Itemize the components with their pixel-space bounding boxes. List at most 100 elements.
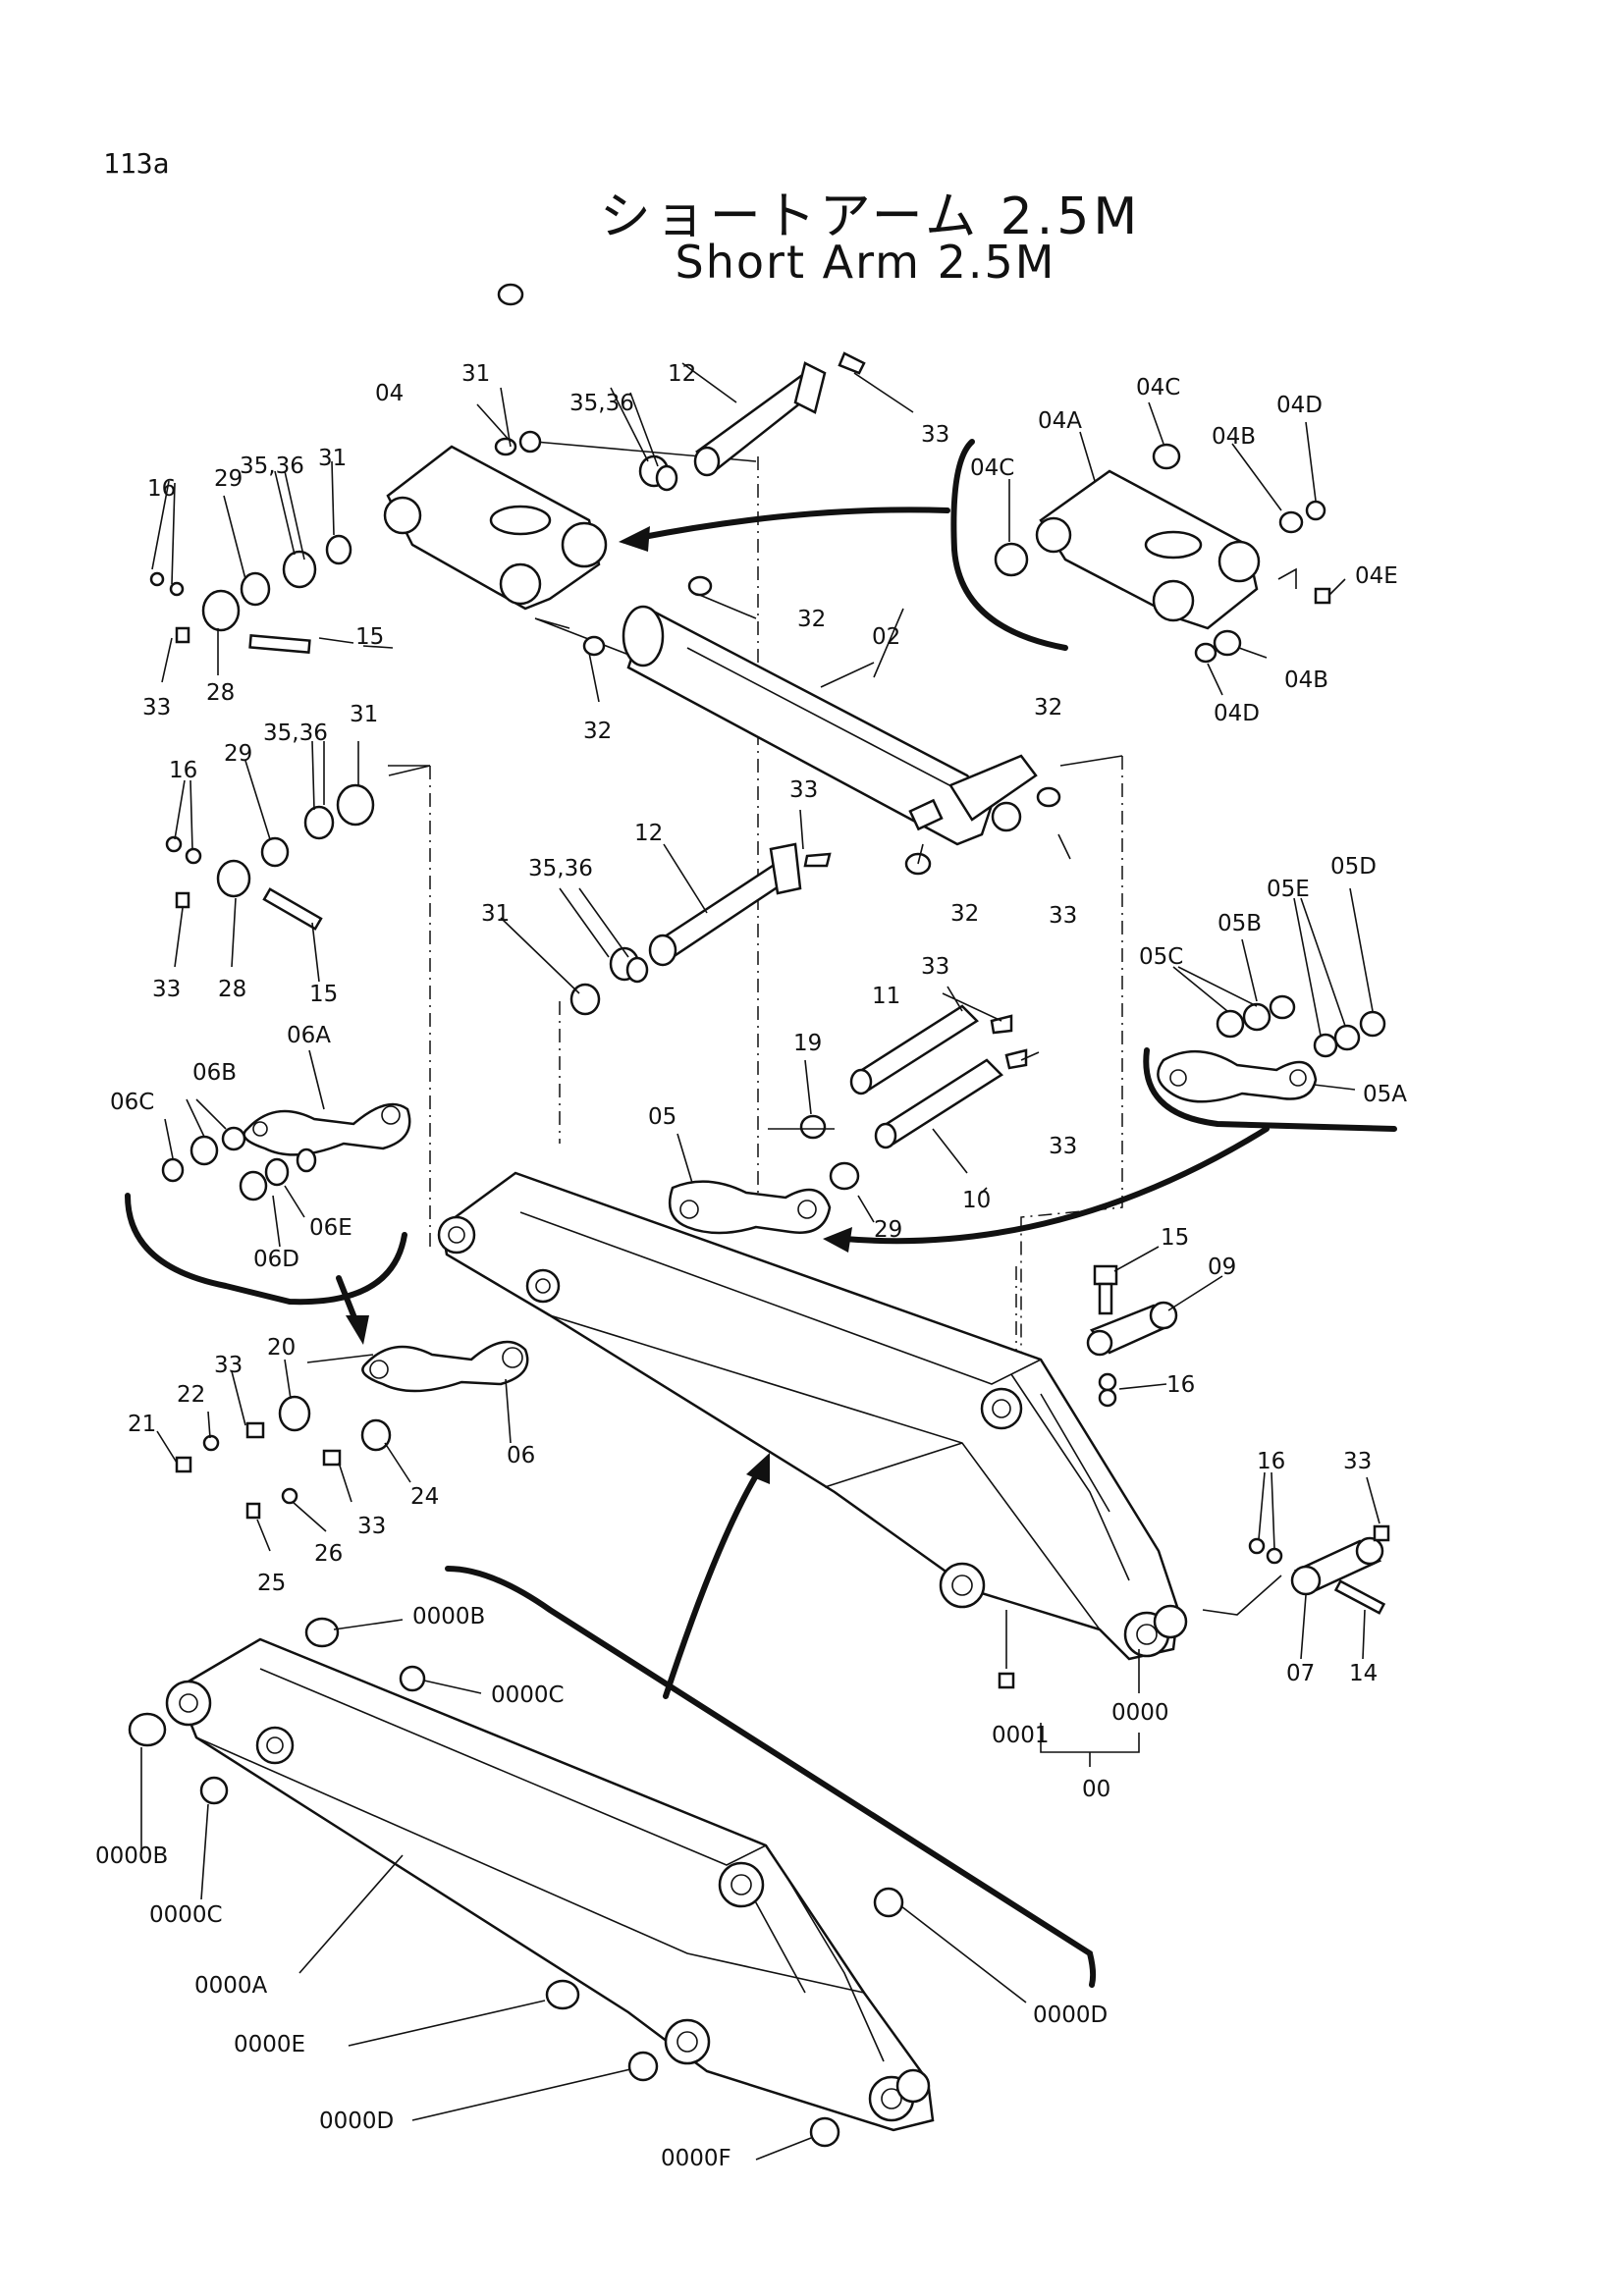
label-06: 06 <box>507 1443 535 1468</box>
page-number: 113a <box>103 147 170 180</box>
title-japanese: ショートアーム 2.5M <box>599 187 1142 246</box>
label-12: 12 <box>634 821 663 846</box>
leader-lines-0000 <box>140 1619 1027 2161</box>
label-04C: 04C <box>970 455 1014 481</box>
label-31: 31 <box>350 702 378 727</box>
label-31: 31 <box>461 361 490 387</box>
label-29: 29 <box>874 1217 902 1243</box>
label-33: 33 <box>1343 1449 1372 1474</box>
label-06A: 06A <box>287 1023 331 1048</box>
link-05A-group <box>1157 994 1386 1103</box>
label-35-36: 35,36 <box>263 721 328 746</box>
arm-body-0000 <box>165 1637 935 2132</box>
label-29: 29 <box>224 741 252 767</box>
label-06C: 06C <box>110 1090 154 1115</box>
label-0001: 0001 <box>992 1723 1050 1748</box>
link-04A-group <box>994 443 1331 664</box>
label-19: 19 <box>793 1031 822 1056</box>
label-28: 28 <box>218 977 246 1002</box>
label-12: 12 <box>668 361 696 387</box>
label-0000D: 0000D <box>1033 2002 1108 2028</box>
label-11: 11 <box>872 984 900 1009</box>
label-04D: 04D <box>1214 701 1260 726</box>
bracket-06-group <box>125 1193 407 1306</box>
label-33: 33 <box>1049 1134 1077 1159</box>
label-33: 33 <box>789 777 818 803</box>
label-25: 25 <box>257 1571 286 1596</box>
label-0000D: 0000D <box>319 2109 394 2134</box>
leader-lines-05A <box>1172 887 1374 1091</box>
label-33: 33 <box>214 1353 243 1378</box>
link-05 <box>668 1180 832 1235</box>
label-16: 16 <box>1257 1449 1285 1474</box>
label-33: 33 <box>921 422 949 448</box>
leader-lines-mid-pins <box>676 986 1040 1223</box>
label-32: 32 <box>1034 695 1062 721</box>
pin-12-middle <box>569 842 832 1016</box>
label-04D: 04D <box>1276 393 1323 418</box>
leader-lines-06 <box>156 1354 512 1552</box>
label-33: 33 <box>921 954 949 980</box>
label-04A: 04A <box>1038 408 1082 434</box>
label-07: 07 <box>1286 1661 1315 1686</box>
arrow-0000-group <box>663 1469 761 1699</box>
label-05C: 05C <box>1139 944 1183 970</box>
label-06E: 06E <box>309 1215 352 1241</box>
label-29: 29 <box>214 466 243 492</box>
label-06D: 06D <box>253 1247 299 1272</box>
label-33: 33 <box>152 977 181 1002</box>
arrow-head-04 <box>619 526 650 552</box>
leader-lines-right <box>1005 1246 1380 1767</box>
bracket-04-group <box>950 439 1068 651</box>
label-0000: 0000 <box>1111 1700 1169 1726</box>
arrow-head-0000 <box>746 1453 770 1484</box>
pins-10-11 <box>799 1004 1028 1191</box>
label-0000C: 0000C <box>491 1682 565 1708</box>
label-0000C: 0000C <box>149 1902 223 1928</box>
label-0000E: 0000E <box>234 2032 305 2057</box>
cylinder-02 <box>582 575 1061 876</box>
label-35-36: 35,36 <box>528 856 593 881</box>
label-28: 28 <box>206 680 235 706</box>
label-10: 10 <box>962 1188 991 1213</box>
link-04-upper <box>149 283 608 654</box>
bushings-0000 <box>128 1617 904 2148</box>
label-05: 05 <box>648 1104 676 1130</box>
parts-left-middle <box>165 783 375 931</box>
label-15: 15 <box>309 982 338 1007</box>
label-33: 33 <box>357 1514 386 1539</box>
label-20: 20 <box>267 1335 296 1361</box>
leader-lines-06A <box>164 1049 325 1248</box>
label-0000F: 0000F <box>661 2146 731 2171</box>
arrow-06-group <box>336 1275 358 1323</box>
label-15: 15 <box>355 624 384 650</box>
bracket-05-group <box>1143 1047 1397 1132</box>
leader-lines-pin12-mid <box>500 809 1071 994</box>
label-32: 32 <box>583 719 612 744</box>
label-33: 33 <box>142 695 171 721</box>
arrow-05-group <box>841 1126 1270 1245</box>
label-32: 32 <box>797 607 826 632</box>
label-04: 04 <box>375 381 404 406</box>
leader-lines-left-middle <box>174 740 431 983</box>
arrow-head-05 <box>823 1227 852 1253</box>
leader-lines-04A <box>1008 401 1346 696</box>
arrow-04-group <box>635 507 950 541</box>
label-04B: 04B <box>1284 667 1328 693</box>
leader-lines-upper <box>151 362 914 703</box>
link-06A-group <box>161 1102 411 1201</box>
label-15: 15 <box>1161 1225 1189 1251</box>
label-00: 00 <box>1082 1777 1110 1802</box>
label-16: 16 <box>147 476 176 502</box>
label-02: 02 <box>872 624 900 650</box>
link-06 <box>175 1340 529 1520</box>
label-06B: 06B <box>192 1060 237 1086</box>
bracket-0000-group <box>445 1566 1097 1988</box>
label-04B: 04B <box>1212 424 1256 450</box>
pin-12-upper <box>494 351 866 492</box>
label-05B: 05B <box>1217 911 1262 936</box>
arrow-head-06 <box>346 1315 369 1345</box>
label-33: 33 <box>1049 903 1077 929</box>
label-32: 32 <box>950 901 979 927</box>
label-16: 16 <box>169 758 197 783</box>
